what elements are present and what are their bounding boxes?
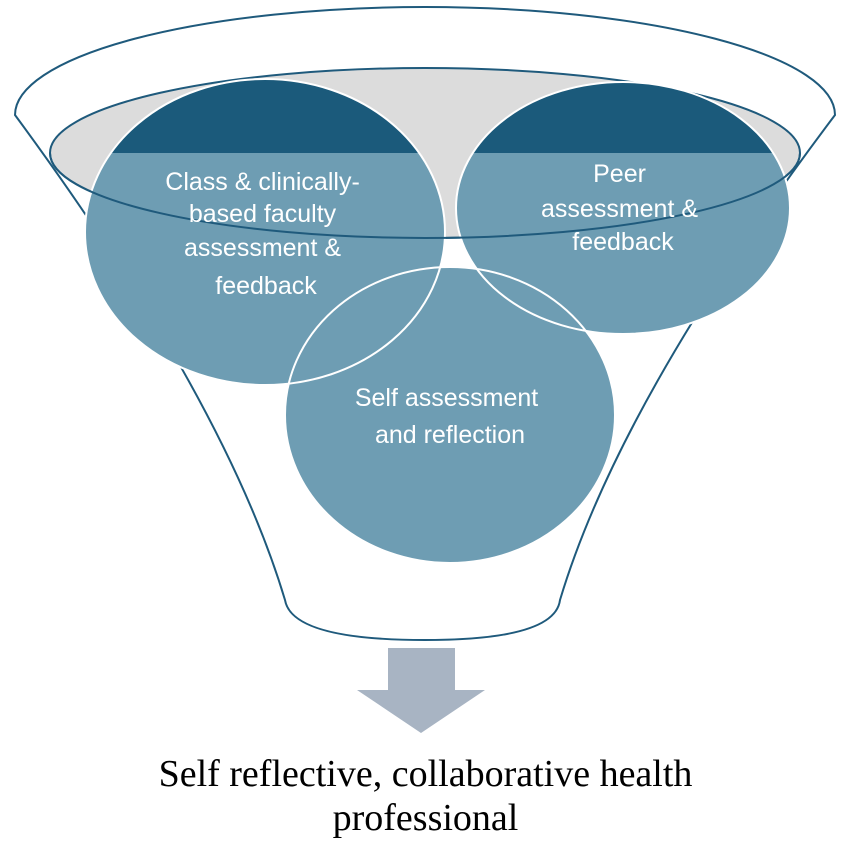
self-assessment-label: Self assessment and reflection <box>355 384 545 449</box>
faculty-assessment-label: Class & clinically- based faculty assess… <box>165 168 366 300</box>
outcome-line-2: professional <box>332 797 519 839</box>
outcome-caption: Self reflective, collaborative health pr… <box>0 752 851 840</box>
outcome-line-1: Self reflective, collaborative health <box>158 753 693 795</box>
funnel-front-lip <box>49 152 801 239</box>
peer-assessment-label: Peer assessment & feedback <box>541 160 705 256</box>
circle-front-shading <box>85 153 790 563</box>
circle-outlines <box>84 78 791 564</box>
down-arrow-icon <box>357 648 485 733</box>
